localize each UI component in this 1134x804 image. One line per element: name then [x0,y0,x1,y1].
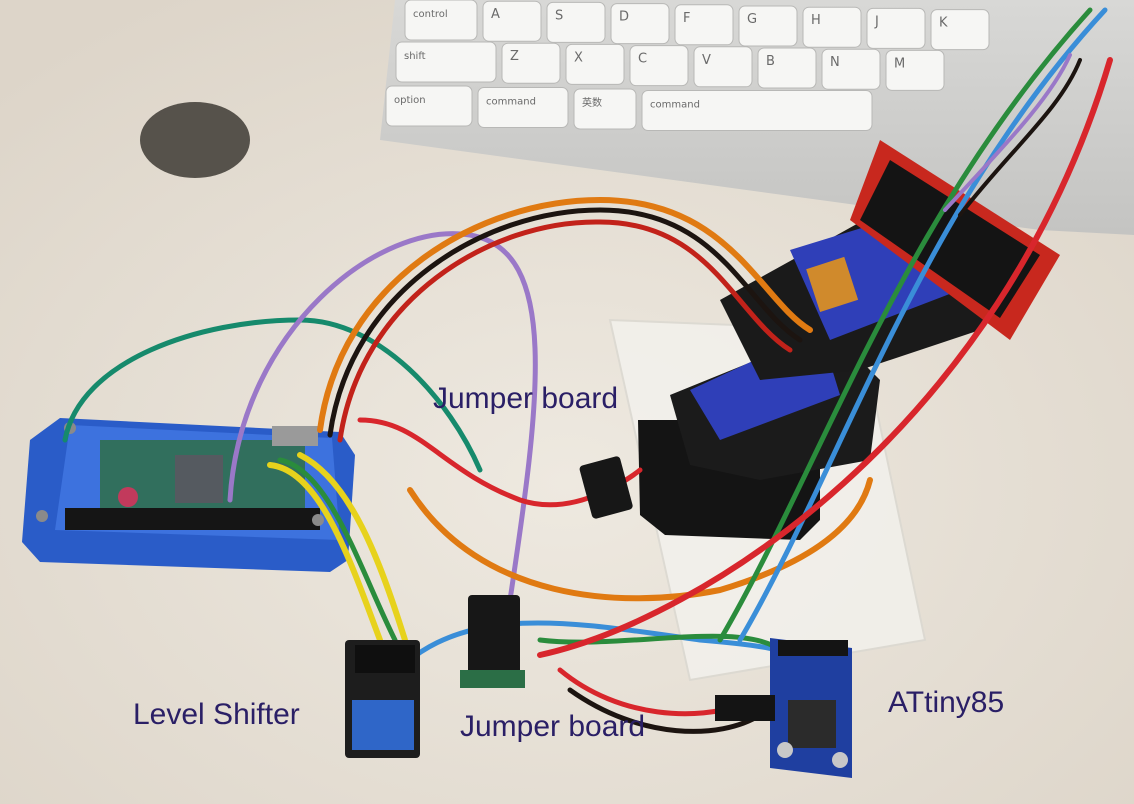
keyboard-row-2: shift Z X C V B N M [395,41,945,91]
keyboard-key: M [885,49,945,91]
keyboard-key-label: X [574,50,583,65]
keyboard-key: V [693,46,753,88]
keyboard-key: command [641,90,873,131]
keyboard-key: S [546,1,606,43]
keyboard-key: K [930,9,990,51]
keyboard-key: Z [501,42,561,84]
keyboard-key-label: C [638,52,647,67]
keyboard-key-label: command [650,100,700,111]
keyboard-key: shift [395,41,497,83]
pi-chip [175,455,223,503]
keyboard-key-label: F [683,11,690,26]
label-jumper-board-top: Jumper board [433,382,619,415]
keyboard-key: 英数 [573,88,637,130]
keyboard-key-label: V [702,53,711,68]
gpio-header [65,508,320,530]
keyboard-key-label: N [830,55,840,70]
attiny85-board [715,638,852,778]
keyboard-key: J [866,7,926,49]
screw [36,510,48,522]
level-shifter-board [345,640,420,758]
jumper-wires [62,7,1113,734]
keyboard-key-label: G [747,12,757,27]
keyboard-key: control [404,0,478,41]
keyboard-key: F [674,4,734,46]
hdmi-port [272,426,318,446]
keyboard-key-label: H [811,13,821,28]
keyboard-key: G [738,5,798,47]
raspberry-logo [118,487,138,507]
screw [312,514,324,526]
label-jumper-board-bottom: Jumper board [460,710,646,743]
attiny-chip [788,700,836,748]
keyboard-key: command [477,87,569,128]
keyboard-key: B [757,47,817,89]
keyboard-key: N [821,48,881,90]
keyboard-key-label: control [413,9,448,20]
keyboard-key-label: Z [510,49,519,64]
keyboard-key: H [802,6,862,48]
keyboard-key: X [565,43,625,85]
keyboard-key-label: M [894,56,905,71]
keyboard-key-label: A [491,7,500,22]
keyboard-key: C [629,45,689,87]
jumper-board-bottom [460,595,525,688]
keyboard-key-label: command [486,97,536,108]
keyboard-key: D [610,3,670,45]
keyboard-key-label: D [619,10,629,25]
keyboard: control A S D F G H J K shift Z X C V B N M option comma… [380,0,1134,235]
keyboard-row-3: option command 英数 command [385,85,873,131]
keyboard-key-label: option [394,95,426,106]
keyboard-key-label: shift [404,51,426,62]
keyboard-row-1: control A S D F G H J K [404,0,990,51]
jumper-board-top [579,456,633,519]
keyboard-key-label: 英数 [582,96,602,109]
keyboard-key-label: J [874,14,879,29]
label-level-shifter: Level Shifter [133,698,300,731]
servo-label [806,256,859,313]
label-attiny85: ATtiny85 [888,686,1005,719]
shadow [140,102,250,178]
raspberry-pi-case [22,418,355,572]
keyboard-key-label: K [939,16,948,31]
keyboard-key-label: S [555,8,563,23]
keyboard-key-label: B [766,54,775,69]
keyboard-key: option [385,85,473,127]
keyboard-key: A [482,0,542,42]
